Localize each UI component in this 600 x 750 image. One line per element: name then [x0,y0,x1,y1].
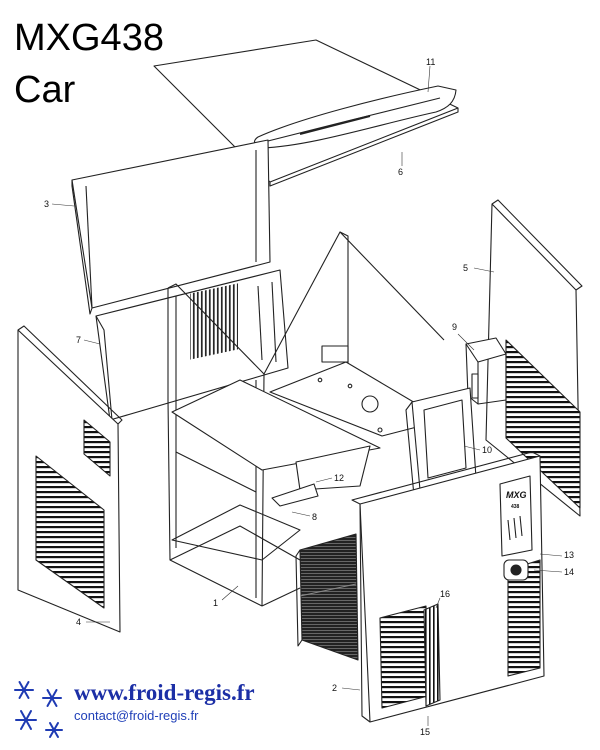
callout-2: 2 [332,683,338,693]
support-bracket [465,337,507,405]
website-link[interactable]: www.froid-regis.fr [74,680,255,705]
top-lid [153,39,459,187]
contact-email-link[interactable]: contact@froid-regis.fr [74,708,199,723]
door-frame [405,387,477,497]
diagram-title-subtitle: Car [14,69,76,111]
panel-brand-model: 438 [511,504,520,510]
condenser-coil [295,533,441,707]
left-side-panel [17,325,123,633]
callout-7: 7 [76,335,82,345]
leader-lines [51,65,563,726]
rear-back-panel [95,269,289,421]
callout-8: 8 [312,512,318,522]
callout-3: 3 [44,199,50,209]
panel-brand-name: MXG [506,490,527,500]
callout-12: 12 [334,473,345,483]
callout-1: 1 [213,598,219,608]
callout-16: 16 [440,589,451,599]
callout-10: 10 [482,445,493,455]
front-panel [351,451,545,723]
callout-4: 4 [76,617,82,627]
snowflake-icon [6,676,70,744]
partition-plate [271,483,319,507]
callout-14: 14 [564,567,575,577]
callout-9: 9 [452,322,458,332]
callout-6: 6 [398,167,404,177]
callout-15: 15 [420,727,431,737]
diagram-title-model: MXG438 [14,17,164,59]
top-trim-handle [253,85,457,149]
callout-11: 11 [426,57,436,67]
main-frame-chassis [167,231,445,607]
right-side-panel [485,199,583,517]
callout-5: 5 [463,263,469,273]
callout-13: 13 [564,550,575,560]
upper-rear-panel [71,139,271,315]
